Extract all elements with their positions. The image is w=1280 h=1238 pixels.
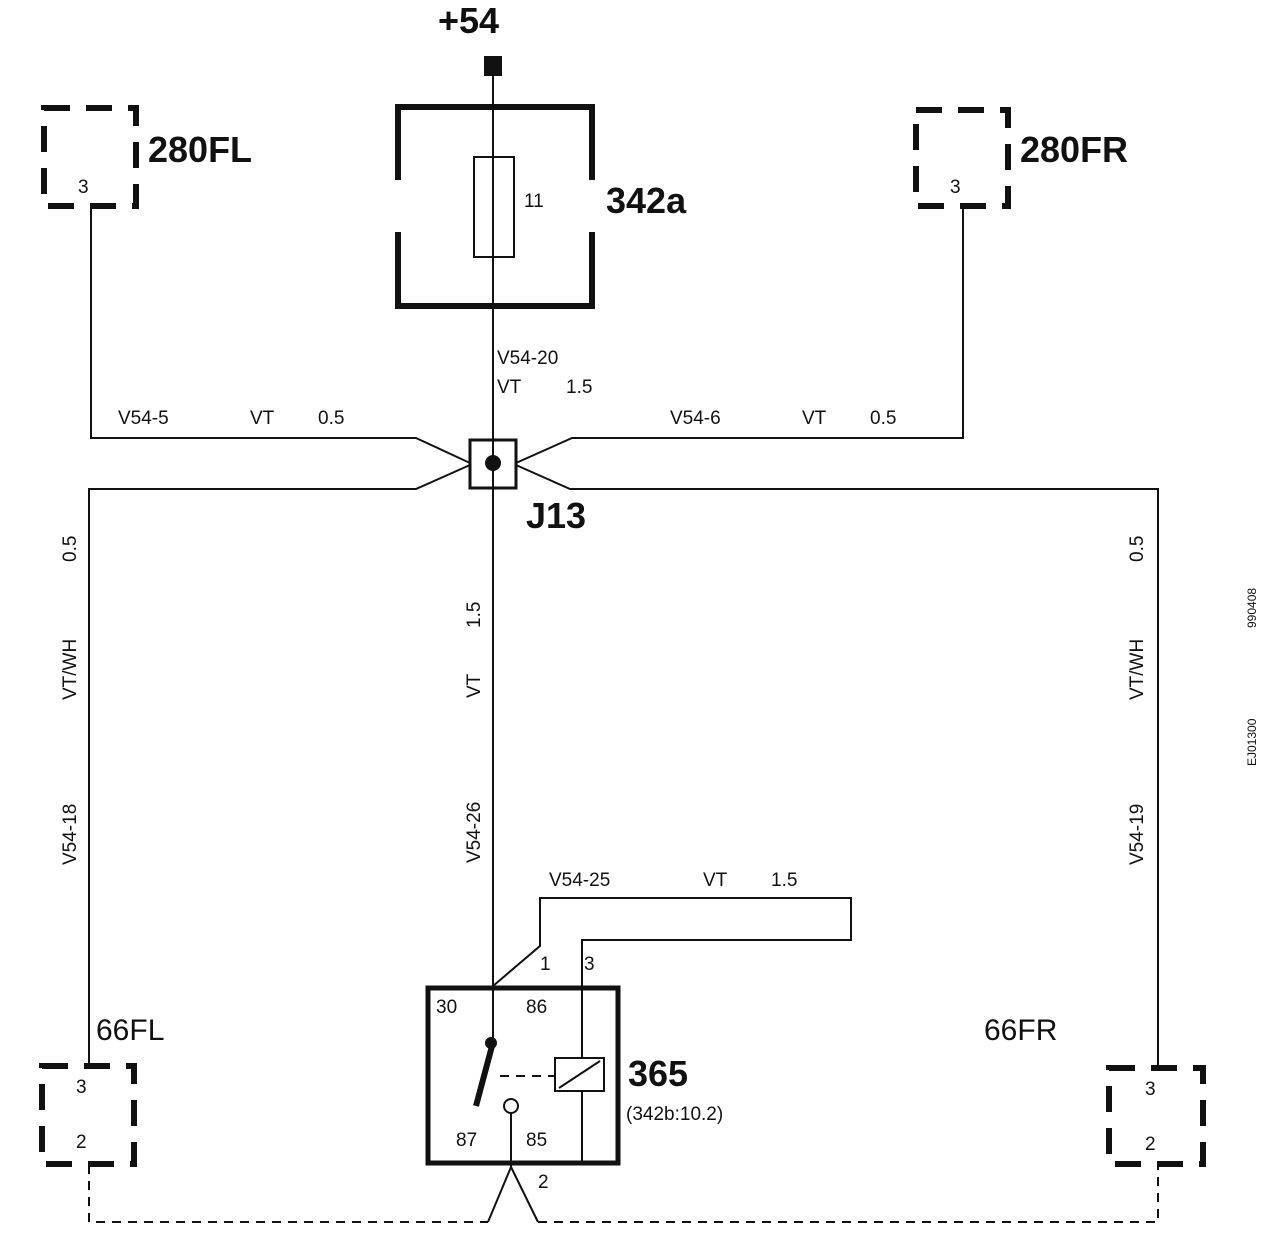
280fl-label: 280FL	[148, 129, 252, 170]
v54-19-size: 0.5	[1127, 536, 1148, 562]
connector-280fl: 3 280FL	[41, 105, 252, 209]
v54-26-size: 1.5	[464, 602, 485, 628]
wire-v54-6	[515, 206, 964, 464]
relay-pin-1: 1	[540, 954, 551, 975]
v54-20-size: 1.5	[566, 377, 592, 398]
v54-5-size: 0.5	[318, 408, 344, 429]
v54-5-id: V54-5	[118, 408, 169, 429]
wire-v54-25	[492, 897, 852, 988]
power-terminal	[484, 56, 502, 76]
relay-pin-3: 3	[584, 954, 595, 975]
power-label: +54	[438, 0, 499, 41]
junction-dot	[485, 455, 501, 471]
side-code-a: 990408	[1245, 588, 1259, 628]
ground-wire-left	[88, 1165, 488, 1223]
ground-wire-right	[538, 1167, 1159, 1223]
v54-18-color: VT/WH	[60, 639, 81, 700]
280fr-pin: 3	[950, 177, 961, 198]
relay-pin-86: 86	[526, 997, 547, 1018]
connector-66fl: 3 2 66FL	[39, 1014, 164, 1167]
side-code-b: EJ01300	[1245, 718, 1259, 766]
relay-pin-30: 30	[436, 997, 457, 1018]
280fr-label: 280FR	[1020, 129, 1128, 170]
66fl-pin-2: 2	[76, 1132, 87, 1153]
280fl-pin: 3	[78, 177, 89, 198]
66fr-pin-3: 3	[1145, 1079, 1156, 1100]
relay-pin-2: 2	[538, 1172, 549, 1193]
fuse-number: 11	[524, 191, 544, 212]
v54-25-size: 1.5	[771, 870, 797, 891]
relay-ref: (342b:10.2)	[626, 1104, 723, 1125]
ground-branch-right	[510, 1166, 539, 1223]
v54-26-color: VT	[464, 673, 485, 698]
junction-j13: J13	[468, 438, 586, 536]
connector-280fr: 3 280FR	[913, 107, 1128, 209]
v54-26-id: V54-26	[464, 802, 485, 863]
switch-contact	[473, 1045, 495, 1107]
v54-5-color: VT	[250, 408, 275, 429]
wire-v54-5	[90, 206, 471, 464]
connector-66fr: 3 2 66FR	[984, 1014, 1206, 1167]
relay-label: 365	[628, 1053, 688, 1094]
66fr-label: 66FR	[984, 1014, 1057, 1047]
v54-6-id: V54-6	[670, 408, 721, 429]
66fl-label: 66FL	[96, 1014, 164, 1047]
junction-label: J13	[526, 495, 586, 536]
v54-6-size: 0.5	[870, 408, 896, 429]
switch-pivot	[485, 1037, 497, 1049]
contact-87	[503, 1098, 519, 1114]
v54-6-color: VT	[802, 408, 827, 429]
relay-365: 30 86 87 85 365 (342b:10.2)	[425, 985, 723, 1166]
ground-branch-left	[487, 1163, 512, 1223]
v54-25-color: VT	[703, 870, 728, 891]
66fl-pin-3: 3	[76, 1077, 87, 1098]
wire-v54-19	[515, 464, 1159, 1068]
wire-v54-18	[88, 464, 471, 1066]
66fr-pin-2: 2	[1145, 1134, 1156, 1155]
v54-18-size: 0.5	[60, 536, 81, 562]
v54-20-id: V54-20	[497, 348, 558, 369]
relay-pin-87: 87	[456, 1130, 477, 1151]
v54-19-id: V54-19	[1127, 804, 1148, 865]
fuse-box-342a: 11 342a	[390, 104, 687, 309]
fuse-box-label: 342a	[606, 180, 687, 221]
relay-pin-85: 85	[526, 1130, 547, 1151]
v54-18-id: V54-18	[60, 804, 81, 865]
v54-19-color: VT/WH	[1127, 639, 1148, 700]
v54-25-id: V54-25	[549, 870, 610, 891]
v54-20-color: VT	[497, 377, 522, 398]
